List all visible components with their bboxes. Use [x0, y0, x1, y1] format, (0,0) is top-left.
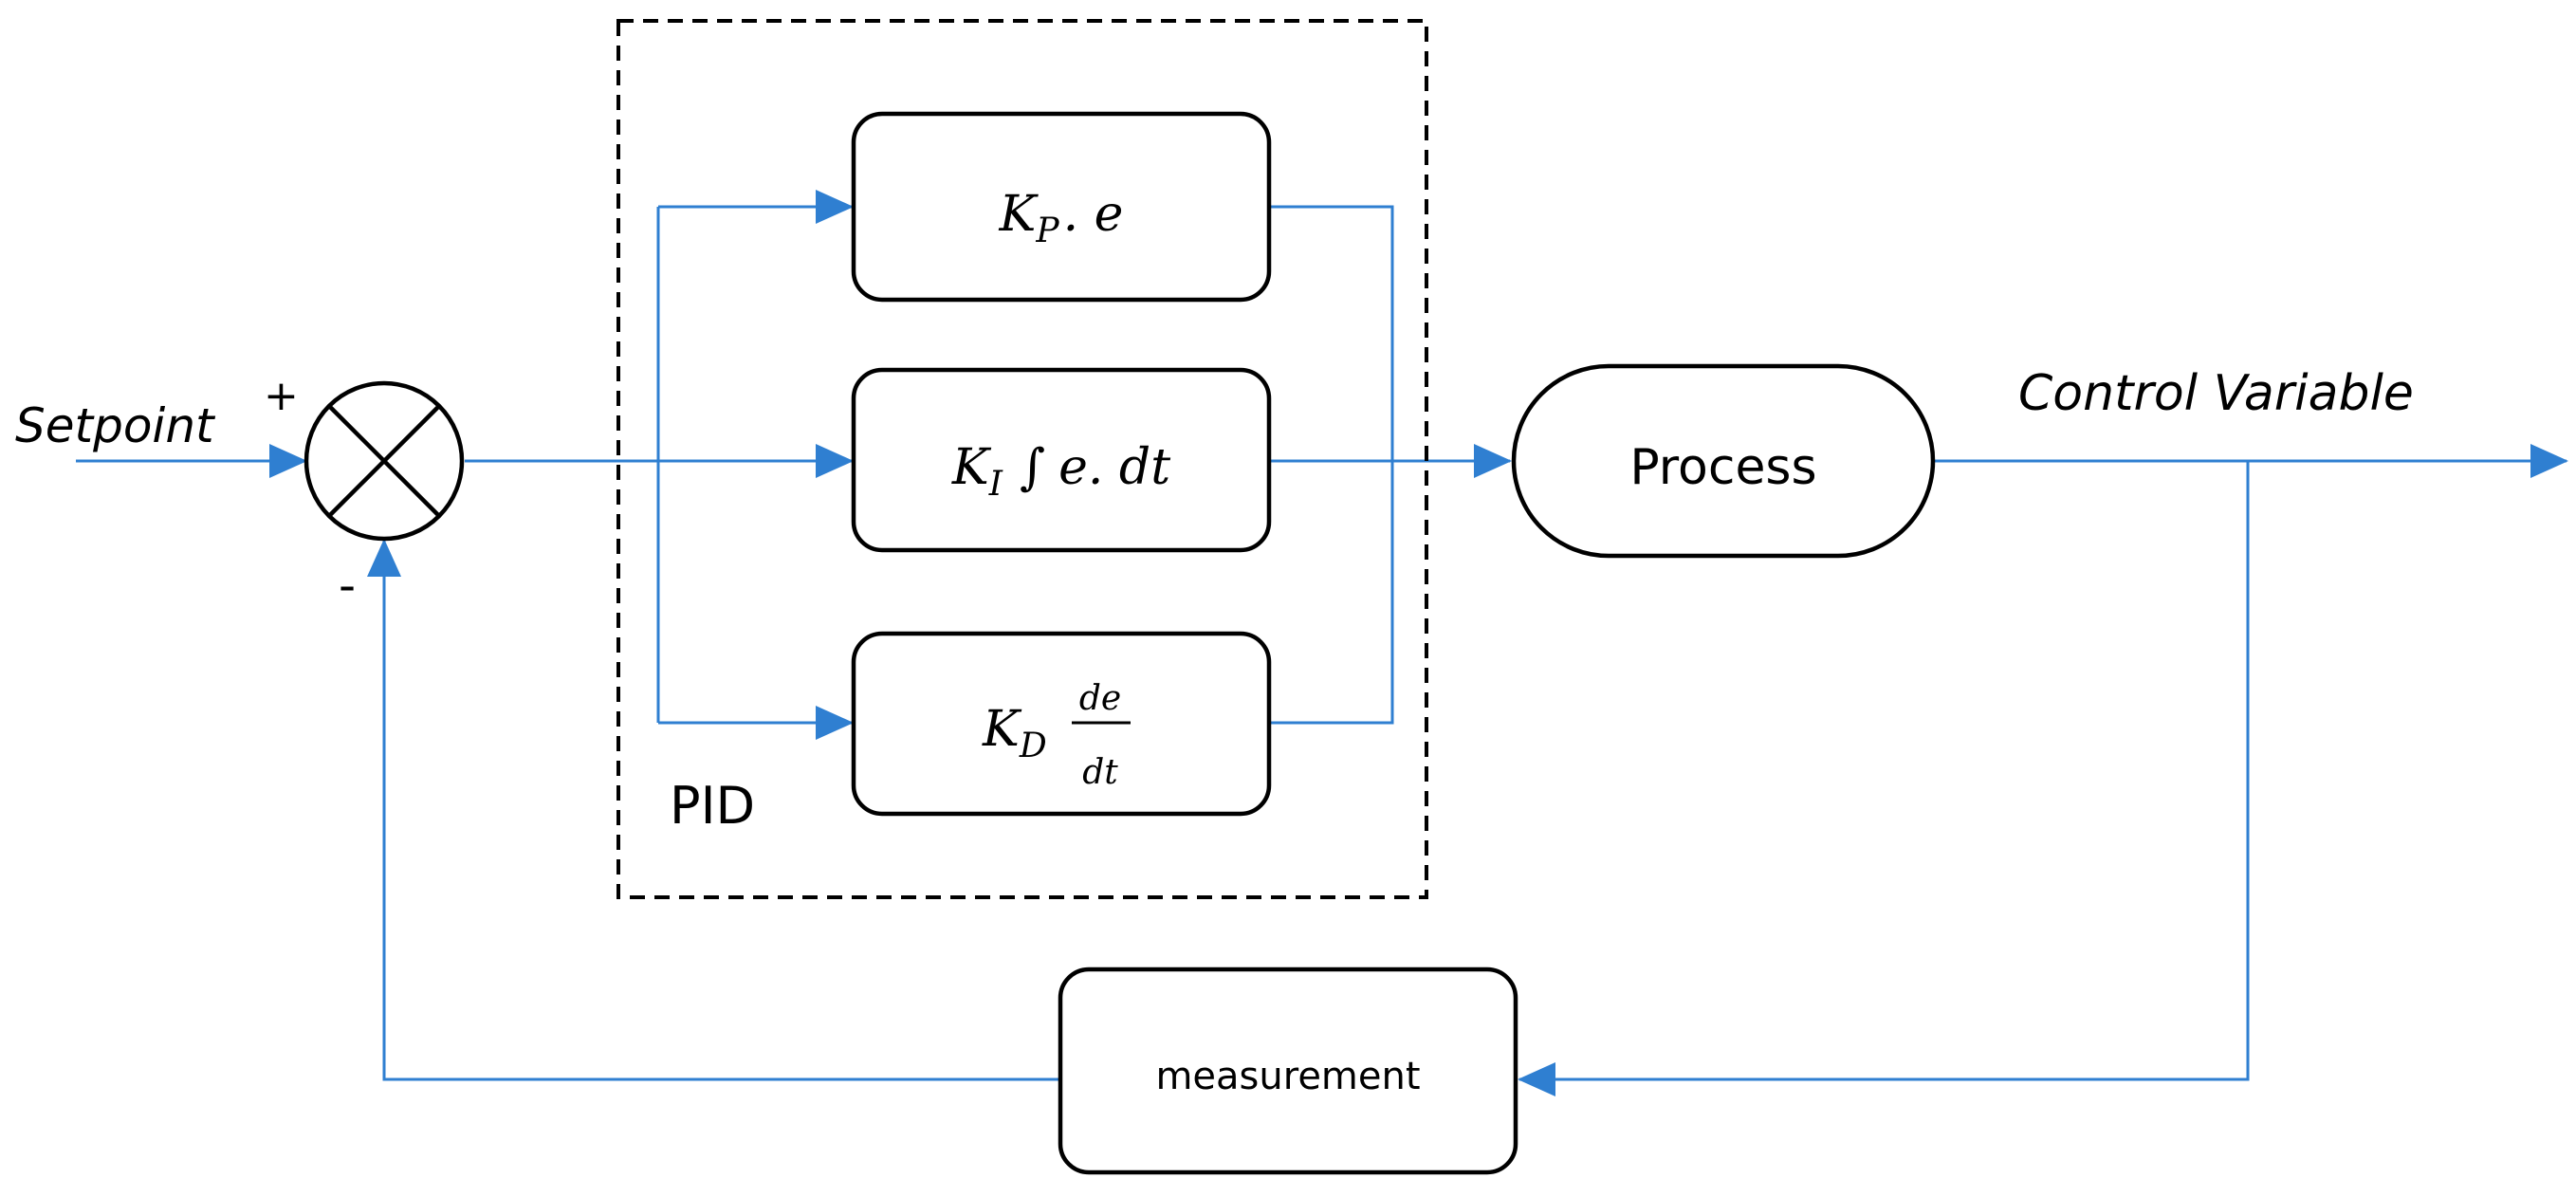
i-term: KI ∫e. dt	[951, 439, 1170, 504]
d-term-sub: D	[1019, 727, 1047, 765]
p-term-k: K	[999, 186, 1040, 243]
from-p-wire	[1269, 205, 1394, 461]
measurement-label: measurement	[1155, 1055, 1420, 1098]
p-term-rest: . e	[1063, 186, 1124, 243]
pid-label: PID	[670, 776, 755, 836]
feedback-return-wire	[367, 539, 1060, 1081]
p-term-sub: P	[1035, 212, 1059, 250]
d-block	[851, 631, 1272, 817]
feedback-down-wire	[1518, 461, 2250, 1096]
minus-sign: -	[339, 558, 356, 613]
measurement-block	[1058, 967, 1518, 1175]
d-term-num: de	[1079, 679, 1121, 718]
i-term-sub: I	[988, 465, 1003, 504]
p-term: KP. e	[999, 186, 1124, 250]
d-term: KD de dt	[982, 679, 1131, 792]
setpoint-label: Setpoint	[15, 398, 216, 453]
i-term-rest: e. dt	[1058, 439, 1170, 496]
control-variable-label: Control Variable	[2018, 365, 2414, 422]
plus-sign: +	[264, 372, 299, 420]
i-block	[851, 367, 1272, 553]
process-block	[1511, 363, 1936, 559]
pid-container	[616, 19, 1428, 899]
i-term-integral: ∫	[1020, 439, 1045, 496]
d-term-den: dt	[1082, 753, 1118, 792]
from-d-wire	[1269, 461, 1394, 725]
i-term-k: K	[951, 439, 992, 496]
summing-junction	[304, 380, 465, 542]
p-block	[851, 111, 1272, 303]
process-label: Process	[1629, 439, 1816, 496]
d-term-k: KD	[982, 701, 1047, 765]
